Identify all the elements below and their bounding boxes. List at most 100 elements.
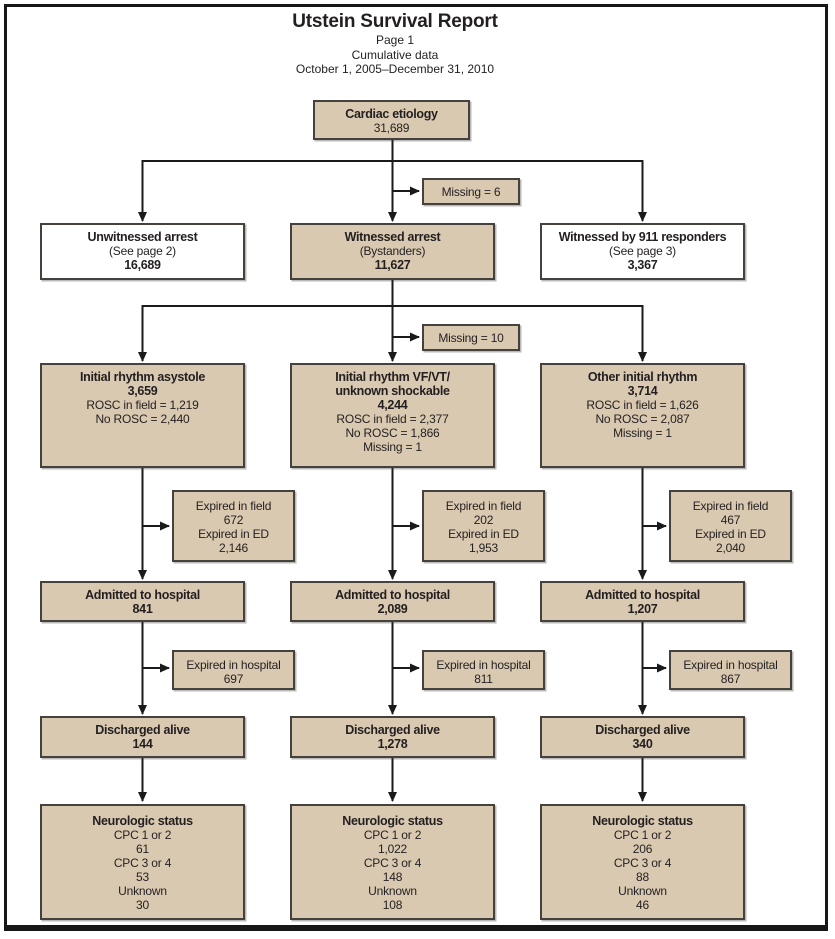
box-value: 3,714 (627, 384, 658, 398)
expired-in-hospital-box-col2: Expired in hospital 811 (422, 650, 545, 690)
expired-hospital-value: 811 (474, 672, 493, 686)
expired-in-field-box-col3: Expired in field 467 Expired in ED 2,040 (669, 490, 792, 562)
no-rosc-line: No ROSC = 1,866 (345, 426, 440, 440)
rosc-line: ROSC in field = 1,219 (86, 398, 199, 412)
unknown-value: 108 (382, 898, 403, 912)
expired-in-hospital-box-col1: Expired in hospital 697 (172, 650, 295, 690)
data-type-label: Cumulative data (351, 47, 439, 62)
witnessed-arrest-box: Witnessed arrest (Bystanders) 11,627 (290, 223, 495, 280)
admitted-to-hospital-box-col3: Admitted to hospital 1,207 (540, 581, 745, 622)
page-border-frame (4, 4, 828, 931)
rosc-line: ROSC in field = 1,626 (586, 398, 699, 412)
expired-in-field-box-col2: Expired in field 202 Expired in ED 1,953 (422, 490, 545, 562)
missing-line: Missing = 1 (363, 440, 422, 454)
expired-hospital-label: Expired in hospital (683, 658, 778, 672)
box-title: Witnessed by 911 responders (558, 230, 727, 244)
expired-field-label: Expired in field (445, 499, 522, 513)
box-title: Discharged alive (345, 723, 440, 737)
box-value: 841 (132, 602, 153, 616)
unknown-label: Unknown (118, 884, 167, 898)
expired-ed-value: 2,040 (715, 541, 746, 555)
expired-hospital-label: Expired in hospital (436, 658, 531, 672)
expired-hospital-label: Expired in hospital (186, 658, 281, 672)
cpc12-label: CPC 1 or 2 (363, 828, 422, 842)
cpc12-value: 1,022 (377, 842, 408, 856)
box-title: Initial rhythm asystole (79, 370, 206, 384)
neurologic-status-box-col3: Neurologic status CPC 1 or 2 206 CPC 3 o… (540, 804, 745, 920)
box-note: (Bystanders) (359, 244, 426, 258)
report-header: Utstein Survival Report Page 1 Cumulativ… (0, 11, 790, 77)
page-title: Utstein Survival Report (292, 11, 498, 32)
cpc34-label: CPC 3 or 4 (363, 856, 422, 870)
cpc34-label: CPC 3 or 4 (613, 856, 672, 870)
unknown-label: Unknown (368, 884, 417, 898)
unwitnessed-arrest-box: Unwitnessed arrest (See page 2) 16,689 (40, 223, 245, 280)
box-note: (See page 2) (109, 244, 176, 258)
box-title: Neurologic status (92, 814, 193, 828)
cpc34-value: 88 (636, 870, 649, 884)
cpc12-label: CPC 1 or 2 (613, 828, 672, 842)
discharged-alive-box-col1: Discharged alive 144 (40, 716, 245, 758)
missing-line: Missing = 1 (613, 426, 672, 440)
box-value: 4,244 (377, 398, 408, 412)
cpc34-value: 148 (382, 870, 403, 884)
expired-ed-value: 2,146 (218, 541, 249, 555)
box-title: Admitted to hospital (585, 588, 700, 602)
expired-ed-label: Expired in ED (198, 527, 269, 541)
cardiac-etiology-box: Cardiac etiology 31,689 (313, 100, 470, 140)
unknown-value: 46 (636, 898, 649, 912)
box-value: 3,367 (627, 258, 658, 272)
expired-field-value: 202 (473, 513, 494, 527)
expired-ed-label: Expired in ED (448, 527, 519, 541)
expired-field-value: 467 (720, 513, 741, 527)
box-value: 16,689 (124, 258, 161, 272)
expired-in-field-box-col1: Expired in field 672 Expired in ED 2,146 (172, 490, 295, 562)
box-note: (See page 3) (609, 244, 676, 258)
neurologic-status-box-col1: Neurologic status CPC 1 or 2 61 CPC 3 or… (40, 804, 245, 920)
rosc-line: ROSC in field = 2,377 (336, 412, 449, 426)
box-value: 1,207 (627, 602, 658, 616)
expired-field-label: Expired in field (692, 499, 769, 513)
missing-10-box: Missing = 10 (422, 324, 520, 351)
box-title: Discharged alive (595, 723, 690, 737)
box-title: Cardiac etiology (345, 107, 438, 121)
no-rosc-line: No ROSC = 2,440 (95, 412, 190, 426)
admitted-to-hospital-box-col2: Admitted to hospital 2,089 (290, 581, 495, 622)
box-title: Witnessed arrest (344, 230, 441, 244)
missing-label: Missing = 6 (441, 184, 501, 199)
initial-rhythm-asystole-box: Initial rhythm asystole 3,659 ROSC in fi… (40, 363, 245, 468)
page-number: Page 1 (375, 33, 415, 47)
discharged-alive-box-col2: Discharged alive 1,278 (290, 716, 495, 758)
box-value: 2,089 (377, 602, 408, 616)
box-title: Discharged alive (95, 723, 190, 737)
box-title: Unwitnessed arrest (87, 230, 198, 244)
box-title: Neurologic status (342, 814, 443, 828)
box-value: 3,659 (127, 384, 158, 398)
no-rosc-line: No ROSC = 2,087 (595, 412, 690, 426)
box-title: Other initial rhythm (587, 370, 698, 384)
cpc12-value: 61 (136, 842, 149, 856)
discharged-alive-box-col3: Discharged alive 340 (540, 716, 745, 758)
cpc34-label: CPC 3 or 4 (113, 856, 172, 870)
box-title: Admitted to hospital (85, 588, 200, 602)
initial-rhythm-shockable-box: Initial rhythm VF/VT/ unknown shockable … (290, 363, 495, 468)
box-value: 1,278 (377, 737, 408, 751)
neurologic-status-box-col2: Neurologic status CPC 1 or 2 1,022 CPC 3… (290, 804, 495, 920)
box-value: 340 (632, 737, 653, 751)
cpc12-value: 206 (632, 842, 653, 856)
box-title-line2: unknown shockable (335, 384, 450, 398)
witnessed-by-911-box: Witnessed by 911 responders (See page 3)… (540, 223, 745, 280)
box-title: Neurologic status (592, 814, 693, 828)
expired-ed-label: Expired in ED (695, 527, 766, 541)
date-range: October 1, 2005–December 31, 2010 (295, 62, 495, 76)
cpc34-value: 53 (136, 870, 149, 884)
box-value: 31,689 (373, 121, 410, 135)
box-value: 144 (132, 737, 153, 751)
unknown-value: 30 (136, 898, 149, 912)
expired-ed-value: 1,953 (468, 541, 499, 555)
missing-6-box: Missing = 6 (422, 178, 520, 205)
expired-field-label: Expired in field (195, 499, 272, 513)
other-initial-rhythm-box: Other initial rhythm 3,714 ROSC in field… (540, 363, 745, 468)
